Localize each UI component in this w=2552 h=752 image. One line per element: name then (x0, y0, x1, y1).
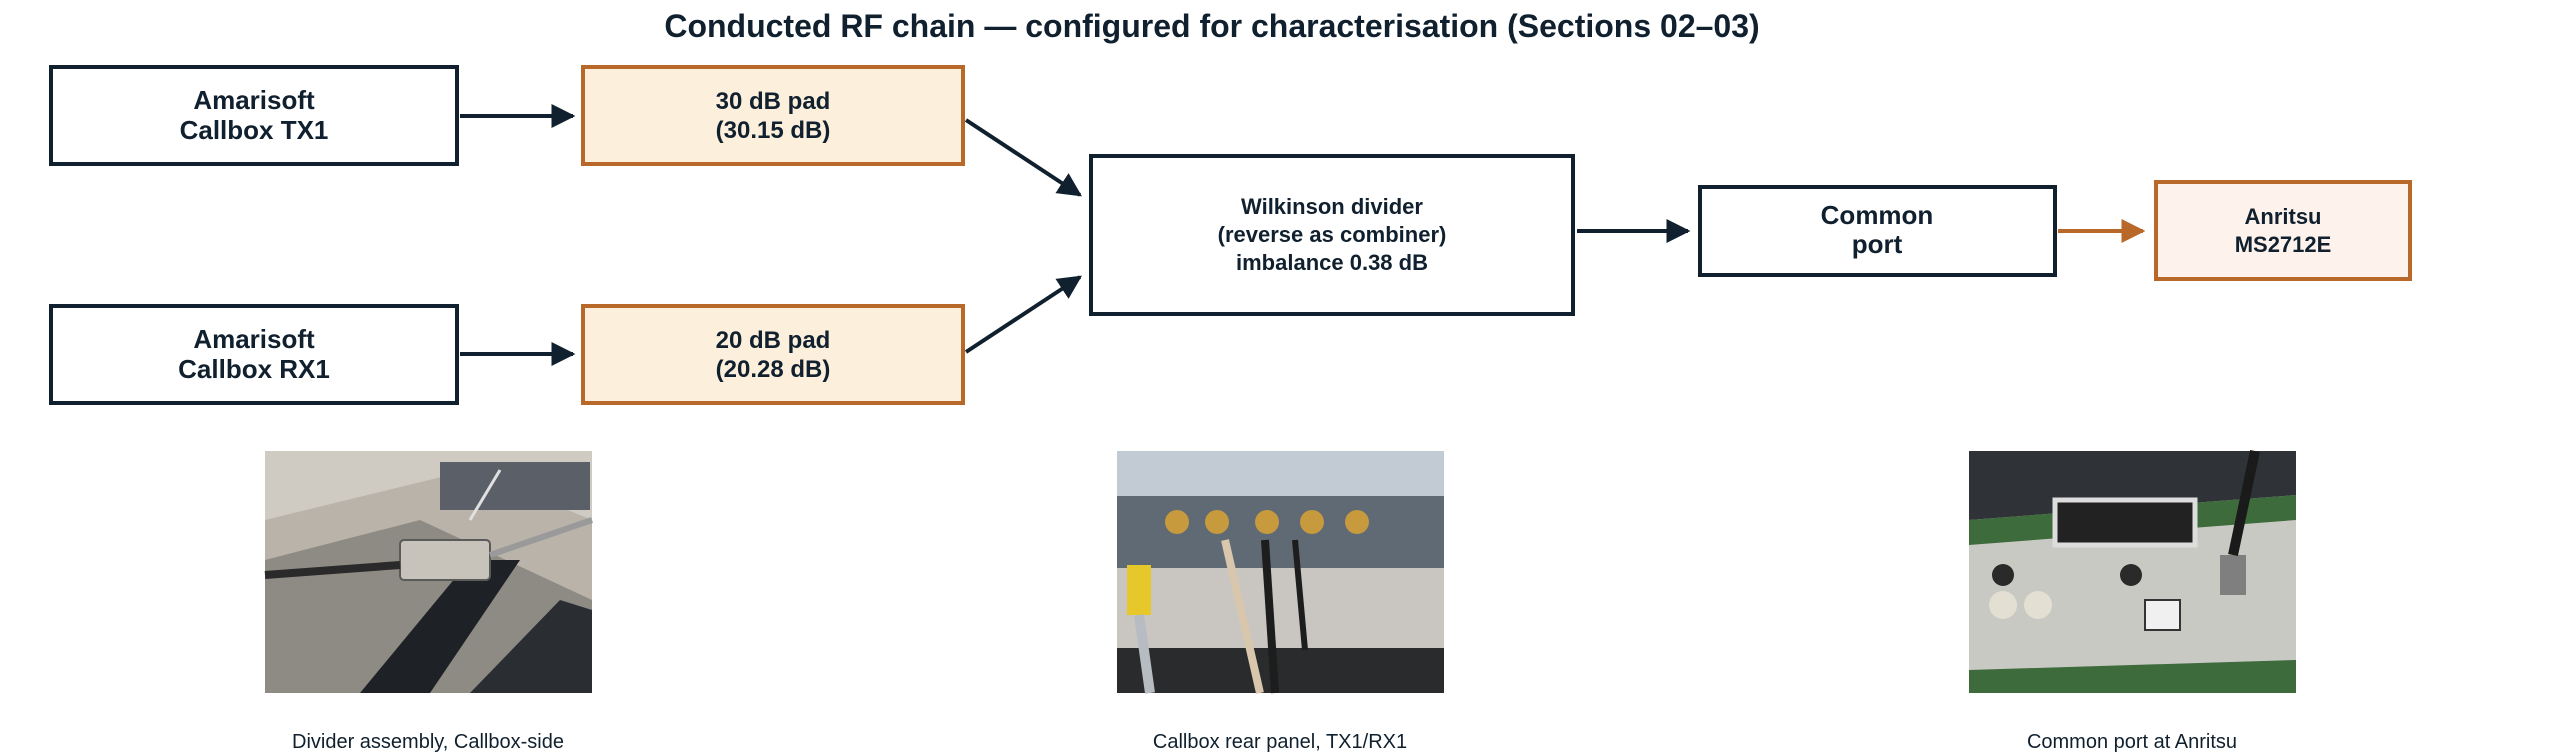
anritsu-label-line2: MS2712E (2235, 232, 2332, 257)
node-tx1: Amarisoft Callbox TX1 (49, 65, 459, 166)
diagram-title: Conducted RF chain — configured for char… (664, 8, 1759, 44)
common-label-line1: Common (1821, 200, 1934, 230)
node-common-port: Common port (1698, 185, 2057, 277)
node-wilkinson-divider: Wilkinson divider (reverse as combiner) … (1089, 154, 1575, 316)
node-pad30: 30 dB pad (30.15 dB) (581, 65, 965, 166)
node-pad20: 20 dB pad (20.28 dB) (581, 304, 965, 405)
divider-assembly-photo (264, 451, 593, 693)
pad20-label-line2: (20.28 dB) (716, 356, 831, 383)
node-rx1: Amarisoft Callbox RX1 (49, 304, 459, 405)
node-anritsu: Anritsu MS2712E (2154, 180, 2412, 281)
tx1-label-line2: Callbox TX1 (180, 115, 329, 145)
arrow-pad30-to-divider (964, 118, 1083, 197)
common-port-caption: Common port at Anritsu (2027, 731, 2237, 752)
divider-label-line1: Wilkinson divider (1241, 194, 1423, 219)
anritsu-label-line1: Anritsu (2245, 204, 2322, 229)
divider-label-line3: imbalance 0.38 dB (1236, 250, 1428, 275)
pad20-label-line1: 20 dB pad (716, 327, 831, 354)
callbox-rear-panel-caption: Callbox rear panel, TX1/RX1 (1153, 731, 1407, 752)
divider-label-line2: (reverse as combiner) (1218, 222, 1447, 247)
arrow-pad20-to-divider (964, 275, 1083, 354)
common-port-photo (1969, 449, 2296, 693)
pad30-label-line1: 30 dB pad (716, 88, 831, 115)
rx1-label-line1: Amarisoft (193, 324, 315, 354)
rx1-label-line2: Callbox RX1 (178, 354, 330, 384)
pad30-label-line2: (30.15 dB) (716, 117, 831, 144)
callbox-rear-panel-photo (1117, 451, 1444, 694)
divider-assembly-caption: Divider assembly, Callbox-side (292, 731, 564, 752)
tx1-label-line1: Amarisoft (193, 85, 315, 115)
connectors (460, 104, 2146, 366)
common-label-line2: port (1852, 229, 1903, 259)
